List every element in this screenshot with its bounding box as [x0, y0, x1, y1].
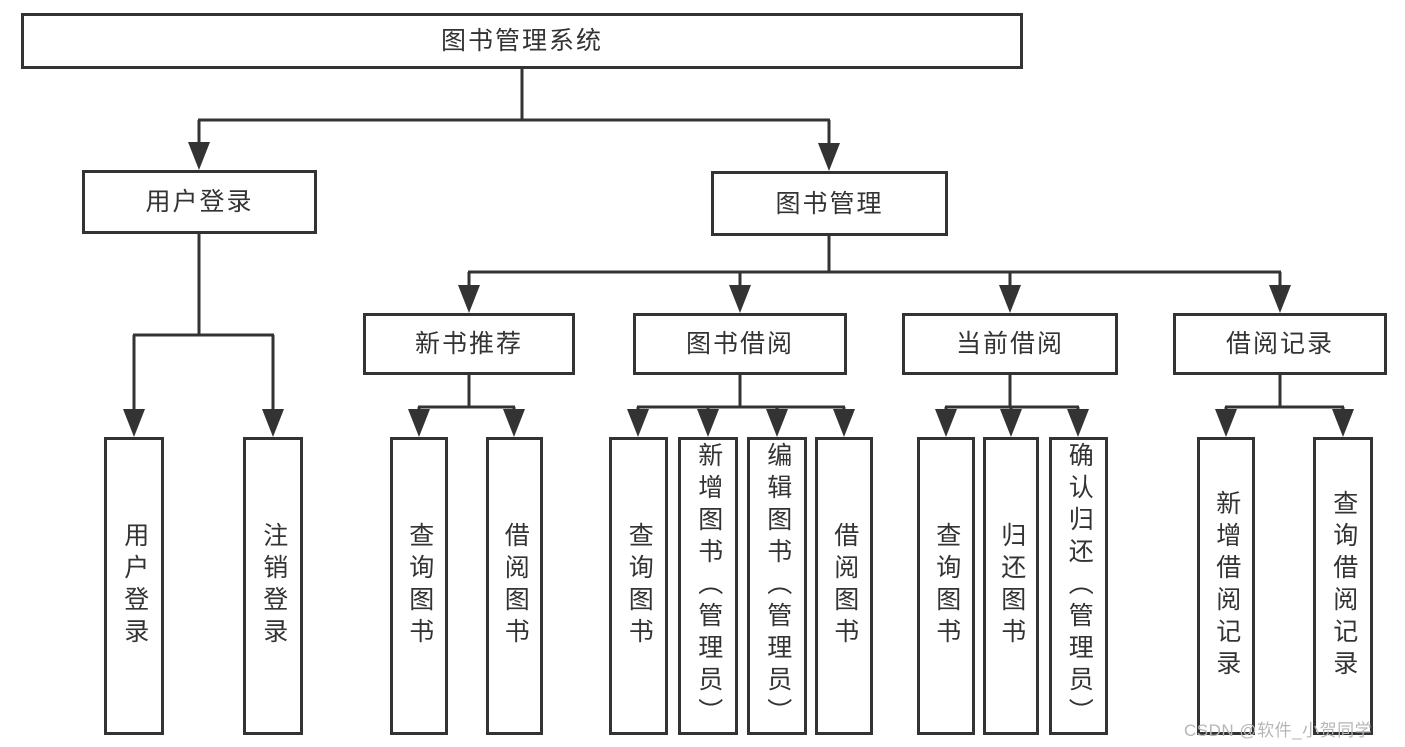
arrowhead	[123, 409, 145, 437]
arrowhead	[1067, 409, 1089, 437]
arrowhead	[935, 409, 957, 437]
arrowhead	[1215, 409, 1237, 437]
node-label: 查询图书	[625, 522, 654, 650]
arrowhead	[188, 142, 210, 170]
node-label: 新书推荐	[414, 330, 523, 358]
arrowhead	[729, 285, 751, 313]
arrowhead	[627, 409, 649, 437]
node-user-login: 用户登录	[82, 170, 317, 234]
node-label: 新增图书（管理员）	[694, 442, 723, 730]
node-book-borrowing: 图书借阅	[633, 313, 847, 375]
node-label: 查询图书	[932, 522, 961, 650]
node-leaf-confirm-return-admin: 确认归还（管理员）	[1049, 437, 1108, 735]
node-label: 新增借阅记录	[1212, 490, 1241, 682]
arrowhead	[1000, 409, 1022, 437]
node-leaf-borrow-books-1: 借阅图书	[486, 437, 543, 735]
node-label: 归还图书	[997, 522, 1026, 650]
node-label: 用户登录	[145, 188, 254, 216]
node-label: 查询图书	[405, 522, 434, 650]
node-label: 借阅图书	[830, 522, 859, 650]
node-label: 借阅记录	[1225, 330, 1334, 358]
node-label: 图书管理	[775, 189, 884, 218]
node-label: 用户登录	[120, 522, 149, 650]
node-label: 编辑图书（管理员）	[763, 442, 792, 730]
arrowhead	[697, 409, 719, 437]
node-new-book-recommendation: 新书推荐	[363, 313, 575, 375]
node-current-borrowing: 当前借阅	[902, 313, 1118, 375]
node-leaf-logout: 注销登录	[243, 437, 303, 735]
node-borrowing-records: 借阅记录	[1173, 313, 1387, 375]
node-leaf-query-borrow-record: 查询借阅记录	[1313, 437, 1373, 735]
node-leaf-edit-books-admin: 编辑图书（管理员）	[747, 437, 807, 735]
node-leaf-add-borrow-record: 新增借阅记录	[1197, 437, 1255, 735]
arrowhead	[833, 409, 855, 437]
arrowhead	[262, 409, 284, 437]
arrowheads	[123, 142, 1354, 437]
arrowhead	[1332, 409, 1354, 437]
node-label: 当前借阅	[955, 330, 1064, 358]
node-library-management-system: 图书管理系统	[21, 13, 1023, 69]
node-leaf-add-books-admin: 新增图书（管理员）	[678, 437, 738, 735]
arrowhead	[408, 409, 430, 437]
arrowhead	[766, 409, 788, 437]
node-leaf-query-books-3: 查询图书	[917, 437, 975, 735]
node-leaf-query-books-1: 查询图书	[390, 437, 448, 735]
node-label: 确认归还（管理员）	[1065, 442, 1094, 730]
node-leaf-return-books: 归还图书	[983, 437, 1039, 735]
node-book-management: 图书管理	[711, 171, 948, 236]
node-label: 借阅图书	[501, 522, 530, 650]
csdn-watermark: CSDN @软件_小贺同学	[1184, 721, 1373, 740]
node-label: 图书管理系统	[440, 27, 603, 55]
arrowhead	[1269, 285, 1291, 313]
node-leaf-borrow-books-2: 借阅图书	[815, 437, 873, 735]
arrowhead	[503, 409, 525, 437]
node-leaf-query-books-2: 查询图书	[609, 437, 668, 735]
arrowhead	[818, 143, 840, 171]
node-leaf-user-login: 用户登录	[104, 437, 164, 735]
arrowhead	[999, 285, 1021, 313]
arrowhead	[458, 285, 480, 313]
node-label: 注销登录	[259, 522, 288, 650]
node-label: 图书借阅	[685, 330, 794, 358]
node-label: 查询借阅记录	[1329, 490, 1358, 682]
